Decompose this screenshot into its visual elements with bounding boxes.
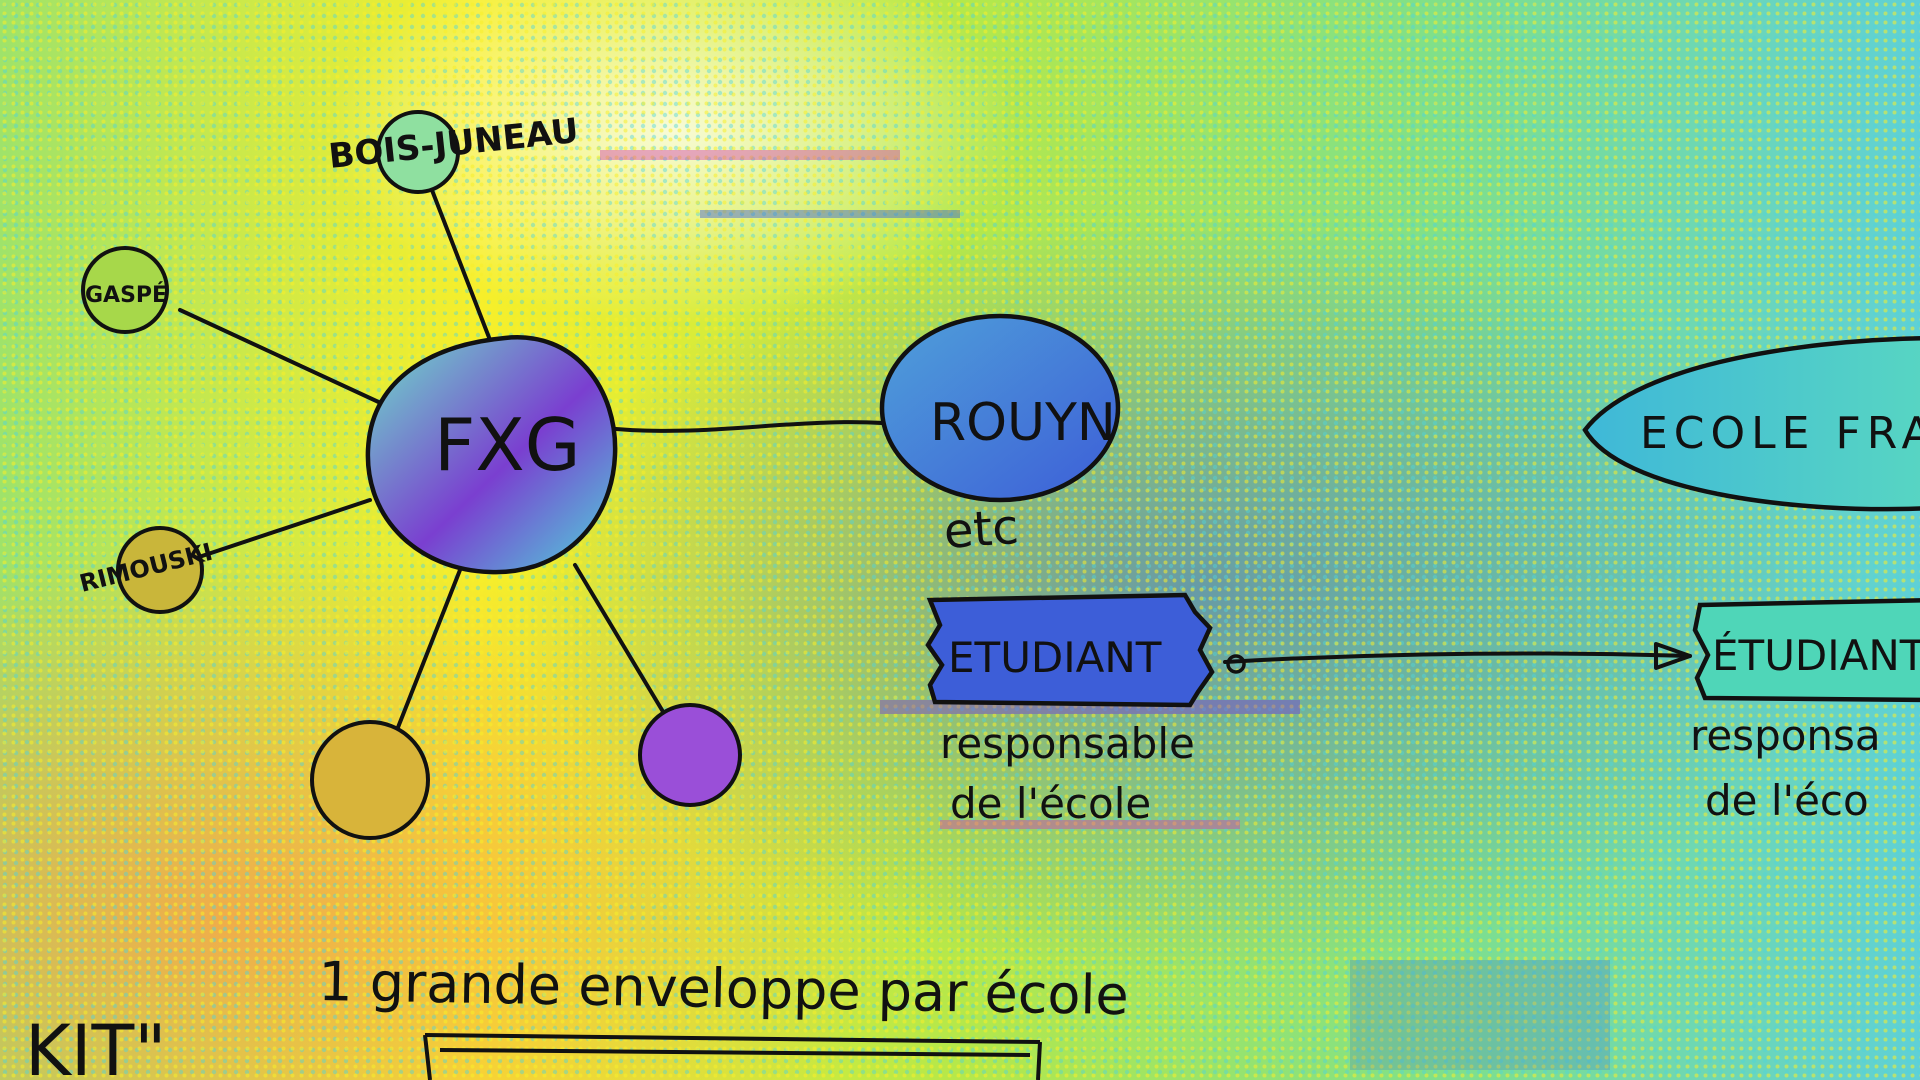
glitch-stripes <box>600 150 1610 1070</box>
edge-hub-bottom-left <box>393 568 462 737</box>
caption-etudiant-left-2: de l'école <box>950 779 1151 828</box>
node-rouyn <box>879 313 1121 503</box>
label-etudiant-right: ÉTUDIANT <box>1712 630 1920 680</box>
edge-hub-boisjuneau <box>428 183 492 342</box>
label-kit: KIT" <box>25 1010 167 1080</box>
edge-hub-rimouski <box>188 498 372 562</box>
arrow-tail-icon <box>1226 654 1246 674</box>
node-ecole <box>1582 336 1920 512</box>
edge-hub-gaspe <box>178 308 387 407</box>
node-bottom-left <box>310 720 430 840</box>
node-hub-fxg <box>365 335 618 575</box>
box-etudiant-right <box>1692 598 1920 703</box>
caption-etudiant-right-2: de l'éco <box>1705 776 1869 825</box>
box-etudiant-left <box>925 592 1215 708</box>
node-bois-juneau <box>376 110 460 194</box>
node-bottom-right <box>638 703 742 807</box>
label-gaspe: GASPÉ <box>85 282 167 308</box>
label-fxg: FXG <box>434 403 581 487</box>
label-enveloppe: 1 grande enveloppe par école <box>318 950 1129 1027</box>
node-gaspe <box>81 246 169 334</box>
node-rimouski <box>116 526 204 614</box>
label-ecole: ECOLE FRA <box>1640 408 1920 459</box>
label-etc: etc <box>942 499 1020 560</box>
arrowhead-icon <box>1654 642 1692 670</box>
edge-hub-bottom-right <box>573 563 667 717</box>
caption-etudiant-left-1: responsable <box>940 719 1195 768</box>
envelope-sketch-icon <box>423 1033 1042 1080</box>
label-etudiant-left: ETUDIANT <box>948 633 1162 682</box>
caption-etudiant-right-1: responsa <box>1690 711 1881 760</box>
edge-etudiant-etudiant <box>1223 651 1692 664</box>
label-rouyn: ROUYN <box>930 393 1116 453</box>
